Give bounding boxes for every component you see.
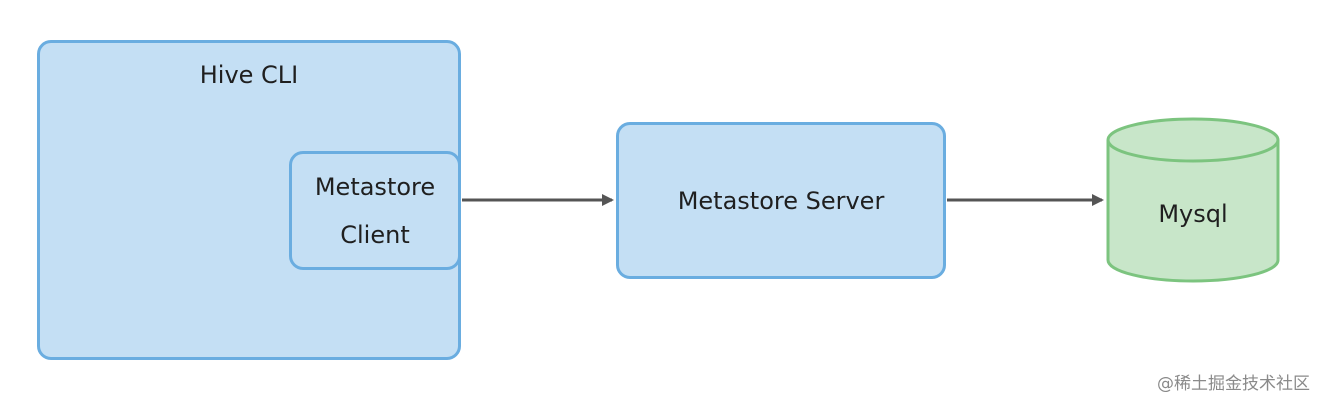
- mysql-label: Mysql: [1158, 200, 1228, 228]
- metastore-client-label-line2: Client: [340, 220, 410, 249]
- watermark: @稀土掘金技术社区: [1157, 374, 1310, 394]
- metastore-client-box: Metastore Client: [289, 151, 461, 270]
- metastore-server-label: Metastore Server: [677, 186, 885, 215]
- database-cylinder-icon: [1106, 117, 1280, 283]
- metastore-client-label-line1: Metastore: [314, 172, 436, 201]
- metastore-server-box: Metastore Server: [616, 122, 946, 279]
- hive-cli-title: Hive CLI: [199, 61, 299, 89]
